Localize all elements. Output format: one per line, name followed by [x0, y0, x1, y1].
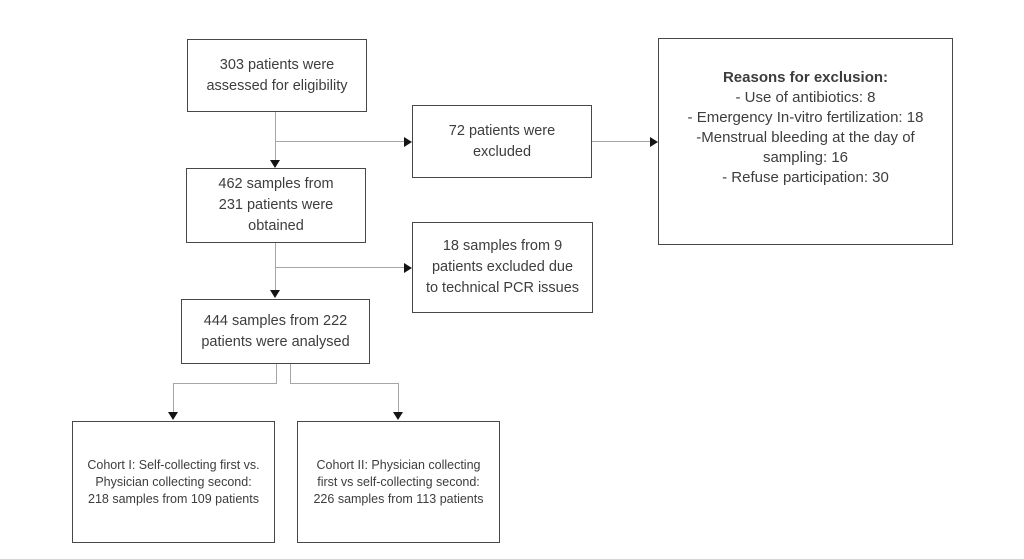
text-line: Cohort II: Physician collecting — [316, 457, 481, 472]
connector-line — [276, 364, 277, 383]
text-line: excluded — [472, 143, 532, 160]
text-line: - Use of antibiotics: 8 — [735, 89, 876, 106]
arrowhead-right-icon — [404, 137, 412, 147]
connector-line — [275, 141, 404, 142]
text-line: 231 patients were — [218, 197, 334, 213]
arrowhead-right-icon — [404, 263, 412, 273]
text-line: 226 samples from 113 patients — [313, 491, 484, 506]
text-line: first vs self-collecting second: — [317, 474, 480, 489]
text-line: assessed for eligibility — [206, 77, 348, 94]
connector-line — [290, 383, 399, 384]
connector-line — [275, 267, 404, 268]
text-line: -Menstrual bleeding at the day of — [696, 129, 915, 146]
box-eligibility-assessed: 303 patients were assessed for eligibilit… — [187, 39, 367, 112]
connector-line — [173, 383, 277, 384]
box-cohort-2: Cohort II: Physician collecting first vs … — [297, 421, 500, 543]
arrowhead-right-icon — [650, 137, 658, 147]
arrowhead-down-icon — [393, 412, 403, 420]
arrowhead-down-icon — [168, 412, 178, 420]
text-line: 218 samples from 109 patients — [88, 491, 259, 506]
text-line: patients were analysed — [201, 333, 350, 350]
text-line: to technical PCR issues — [425, 280, 580, 296]
text-line: 18 samples from 9 — [442, 238, 563, 254]
connector-line — [173, 383, 174, 412]
box-samples-analysed: 444 samples from 222 patients were analys… — [181, 299, 370, 364]
text-line: 72 patients were — [448, 122, 556, 139]
box-cohort-1: Cohort I: Self-collecting first vs. Physi… — [72, 421, 275, 543]
exclusion-reasons-title: Reasons for exclusion: — [722, 69, 889, 86]
text-line: sampling: 16 — [762, 149, 849, 166]
text-line: 462 samples from — [218, 176, 334, 192]
text-line: Cohort I: Self-collecting first vs. — [87, 457, 260, 472]
connector-line — [592, 141, 650, 142]
arrowhead-down-icon — [270, 290, 280, 298]
text-line: - Refuse participation: 30 — [722, 169, 889, 186]
connector-line — [275, 243, 276, 290]
text-line: 303 patients were — [219, 56, 335, 73]
text-line: 444 samples from 222 — [203, 312, 348, 329]
text-line: - Emergency In-vitro fertilization: 18 — [687, 109, 924, 126]
connector-line — [275, 112, 276, 160]
connector-line — [398, 383, 399, 412]
arrowhead-down-icon — [270, 160, 280, 168]
text-line: patients excluded due — [431, 259, 574, 275]
box-pcr-excluded: 18 samples from 9 patients excluded due to… — [412, 222, 593, 313]
box-exclusion-reasons: Reasons for exclusion: - Use of antibiot… — [658, 38, 953, 245]
box-samples-obtained: 462 samples from 231 patients were obtaine… — [186, 168, 366, 243]
box-patients-excluded: 72 patients were excluded — [412, 105, 592, 178]
text-line: Physician collecting second: — [95, 474, 252, 489]
connector-line — [290, 364, 291, 383]
text-line: obtained — [248, 218, 304, 234]
exclusion-reasons-list: - Use of antibiotics: 8 - Emergency In-vi… — [688, 88, 924, 188]
